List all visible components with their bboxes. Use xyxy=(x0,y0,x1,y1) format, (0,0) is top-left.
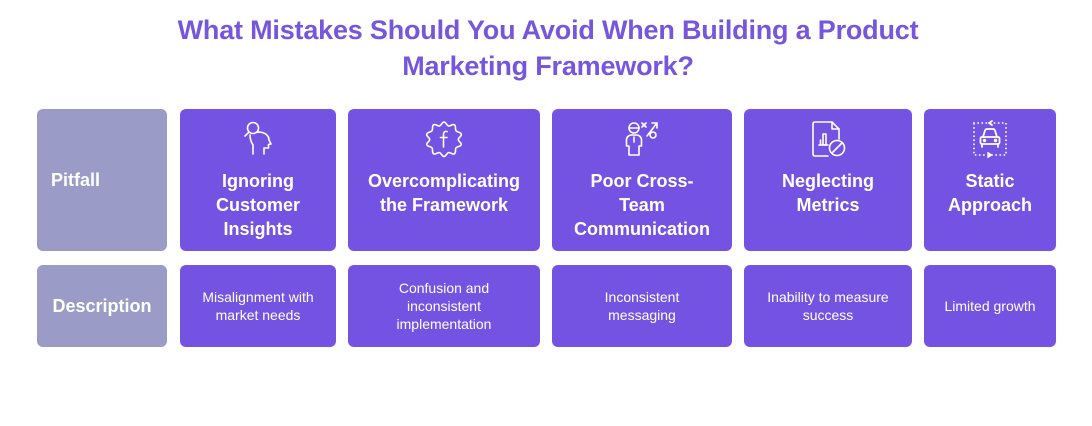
description-line: messaging xyxy=(608,307,676,323)
row-label-pitfall: Pitfall xyxy=(37,109,167,251)
pitfall-title-line: Approach xyxy=(947,195,1032,215)
pitfall-title-line: Overcomplicating xyxy=(367,171,521,191)
description-line: Inconsistent xyxy=(604,289,680,305)
pitfall-title-line: Communication xyxy=(573,219,710,239)
description-card-poor-cross-team-communication: Inconsistent messaging xyxy=(552,265,732,347)
description-line: market needs xyxy=(215,307,301,323)
title-line-1: What Mistakes Should You Avoid When Buil… xyxy=(177,15,919,45)
description-line: Misalignment with xyxy=(202,289,314,305)
car-dotted-frame-icon xyxy=(970,119,1010,159)
description-line: inconsistent xyxy=(407,298,481,314)
pitfall-title: Static Approach xyxy=(942,169,1038,217)
pitfall-card-poor-cross-team-communication: Poor Cross- Team Communication xyxy=(552,109,732,251)
pitfall-card-overcomplicating-the-framework: Overcomplicating the Framework xyxy=(348,109,540,251)
pitfall-title-line: the Framework xyxy=(379,195,509,215)
description-line: implementation xyxy=(396,316,492,332)
report-blocked-icon xyxy=(808,119,848,159)
pitfall-title-line: Poor Cross- xyxy=(590,171,694,191)
pitfall-title-line: Team xyxy=(619,195,665,215)
person-strategy-icon xyxy=(622,119,662,159)
pitfall-title: Neglecting Metrics xyxy=(776,169,880,217)
pitfall-title: Ignoring Customer Insights xyxy=(210,169,306,241)
row-label-description-text: Description xyxy=(52,295,152,316)
head-search-icon xyxy=(238,119,278,159)
pitfall-title: Overcomplicating the Framework xyxy=(362,169,526,217)
pitfall-title-line: Static xyxy=(965,171,1015,191)
title-line-2: Marketing Framework? xyxy=(402,51,694,81)
pitfall-title-line: Customer xyxy=(215,195,300,215)
page-title: What Mistakes Should You Avoid When Buil… xyxy=(0,12,1092,84)
pitfall-card-neglecting-metrics: Neglecting Metrics xyxy=(744,109,912,251)
pitfall-title-line: Neglecting xyxy=(781,171,874,191)
row-label-description: Description xyxy=(37,265,167,347)
description-card-static-approach: Limited growth xyxy=(924,265,1056,347)
pitfall-card-ignoring-customer-insights: Ignoring Customer Insights xyxy=(180,109,336,251)
pitfall-title-line: Metrics xyxy=(796,195,860,215)
row-label-pitfall-text: Pitfall xyxy=(51,169,101,190)
description-card-overcomplicating-the-framework: Confusion and inconsistent implementatio… xyxy=(348,265,540,347)
pitfall-card-static-approach: Static Approach xyxy=(924,109,1056,251)
description-card-ignoring-customer-insights: Misalignment with market needs xyxy=(180,265,336,347)
description-card-neglecting-metrics: Inability to measure success xyxy=(744,265,912,347)
description-line: Inability to measure xyxy=(767,289,889,305)
pitfall-title-line: Ignoring xyxy=(222,171,294,191)
description-line: Limited growth xyxy=(944,298,1036,314)
gear-f-icon xyxy=(424,119,464,159)
pitfall-title-line: Insights xyxy=(223,219,293,239)
pitfall-title: Poor Cross- Team Communication xyxy=(568,169,716,241)
description-line: success xyxy=(802,307,854,323)
description-line: Confusion and xyxy=(398,280,490,296)
